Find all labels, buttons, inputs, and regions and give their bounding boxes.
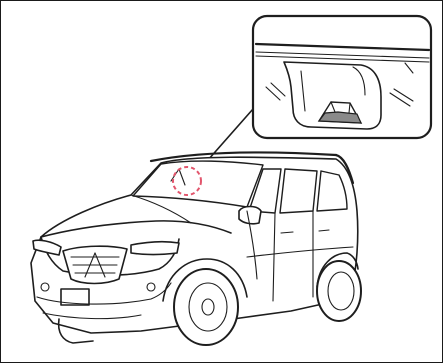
front-tire (174, 269, 238, 345)
side-mirror (239, 207, 261, 224)
right-headlight (131, 242, 179, 255)
camera-detail-icon (253, 16, 431, 138)
rear-side-window (280, 169, 317, 213)
camera-lens-shade (319, 112, 361, 123)
suv-icon (31, 153, 361, 345)
